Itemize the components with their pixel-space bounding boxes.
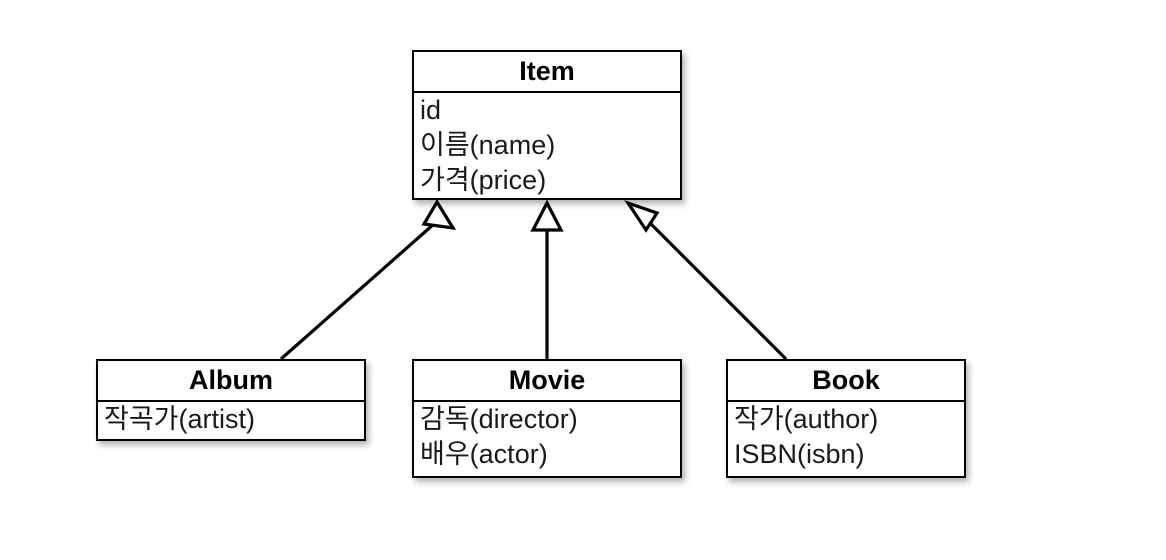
class-box-album[interactable]: Album 작곡가(artist)	[96, 359, 366, 441]
class-title-item: Item	[414, 52, 680, 93]
attribute-row: 배우(actor)	[420, 439, 548, 469]
class-box-item[interactable]: Item id 이름(name) 가격(price)	[412, 50, 682, 200]
class-title-album: Album	[98, 361, 364, 402]
class-attributes-album: 작곡가(artist)	[98, 402, 364, 441]
class-box-book[interactable]: Book 작가(author) ISBN(isbn)	[726, 359, 966, 478]
attribute-row: 감독(director)	[420, 404, 578, 434]
connector-movie-to-item	[530, 199, 564, 359]
class-title-book: Book	[728, 361, 964, 402]
class-attributes-movie: 감독(director) 배우(actor)	[414, 402, 680, 476]
class-attributes-item: id 이름(name) 가격(price)	[414, 93, 680, 202]
connector-album-to-item	[279, 198, 457, 361]
attribute-row: id	[420, 95, 442, 125]
attribute-row: 가격(price)	[420, 165, 547, 195]
connector-book-to-item	[624, 199, 788, 361]
attribute-row: 작곡가(artist)	[104, 404, 256, 434]
attribute-row: 이름(name)	[420, 130, 556, 160]
class-title-movie: Movie	[414, 361, 680, 402]
class-attributes-book: 작가(author) ISBN(isbn)	[728, 402, 964, 476]
class-box-movie[interactable]: Movie 감독(director) 배우(actor)	[412, 359, 682, 478]
attribute-row: 작가(author)	[734, 404, 879, 434]
attribute-row: ISBN(isbn)	[734, 439, 865, 469]
